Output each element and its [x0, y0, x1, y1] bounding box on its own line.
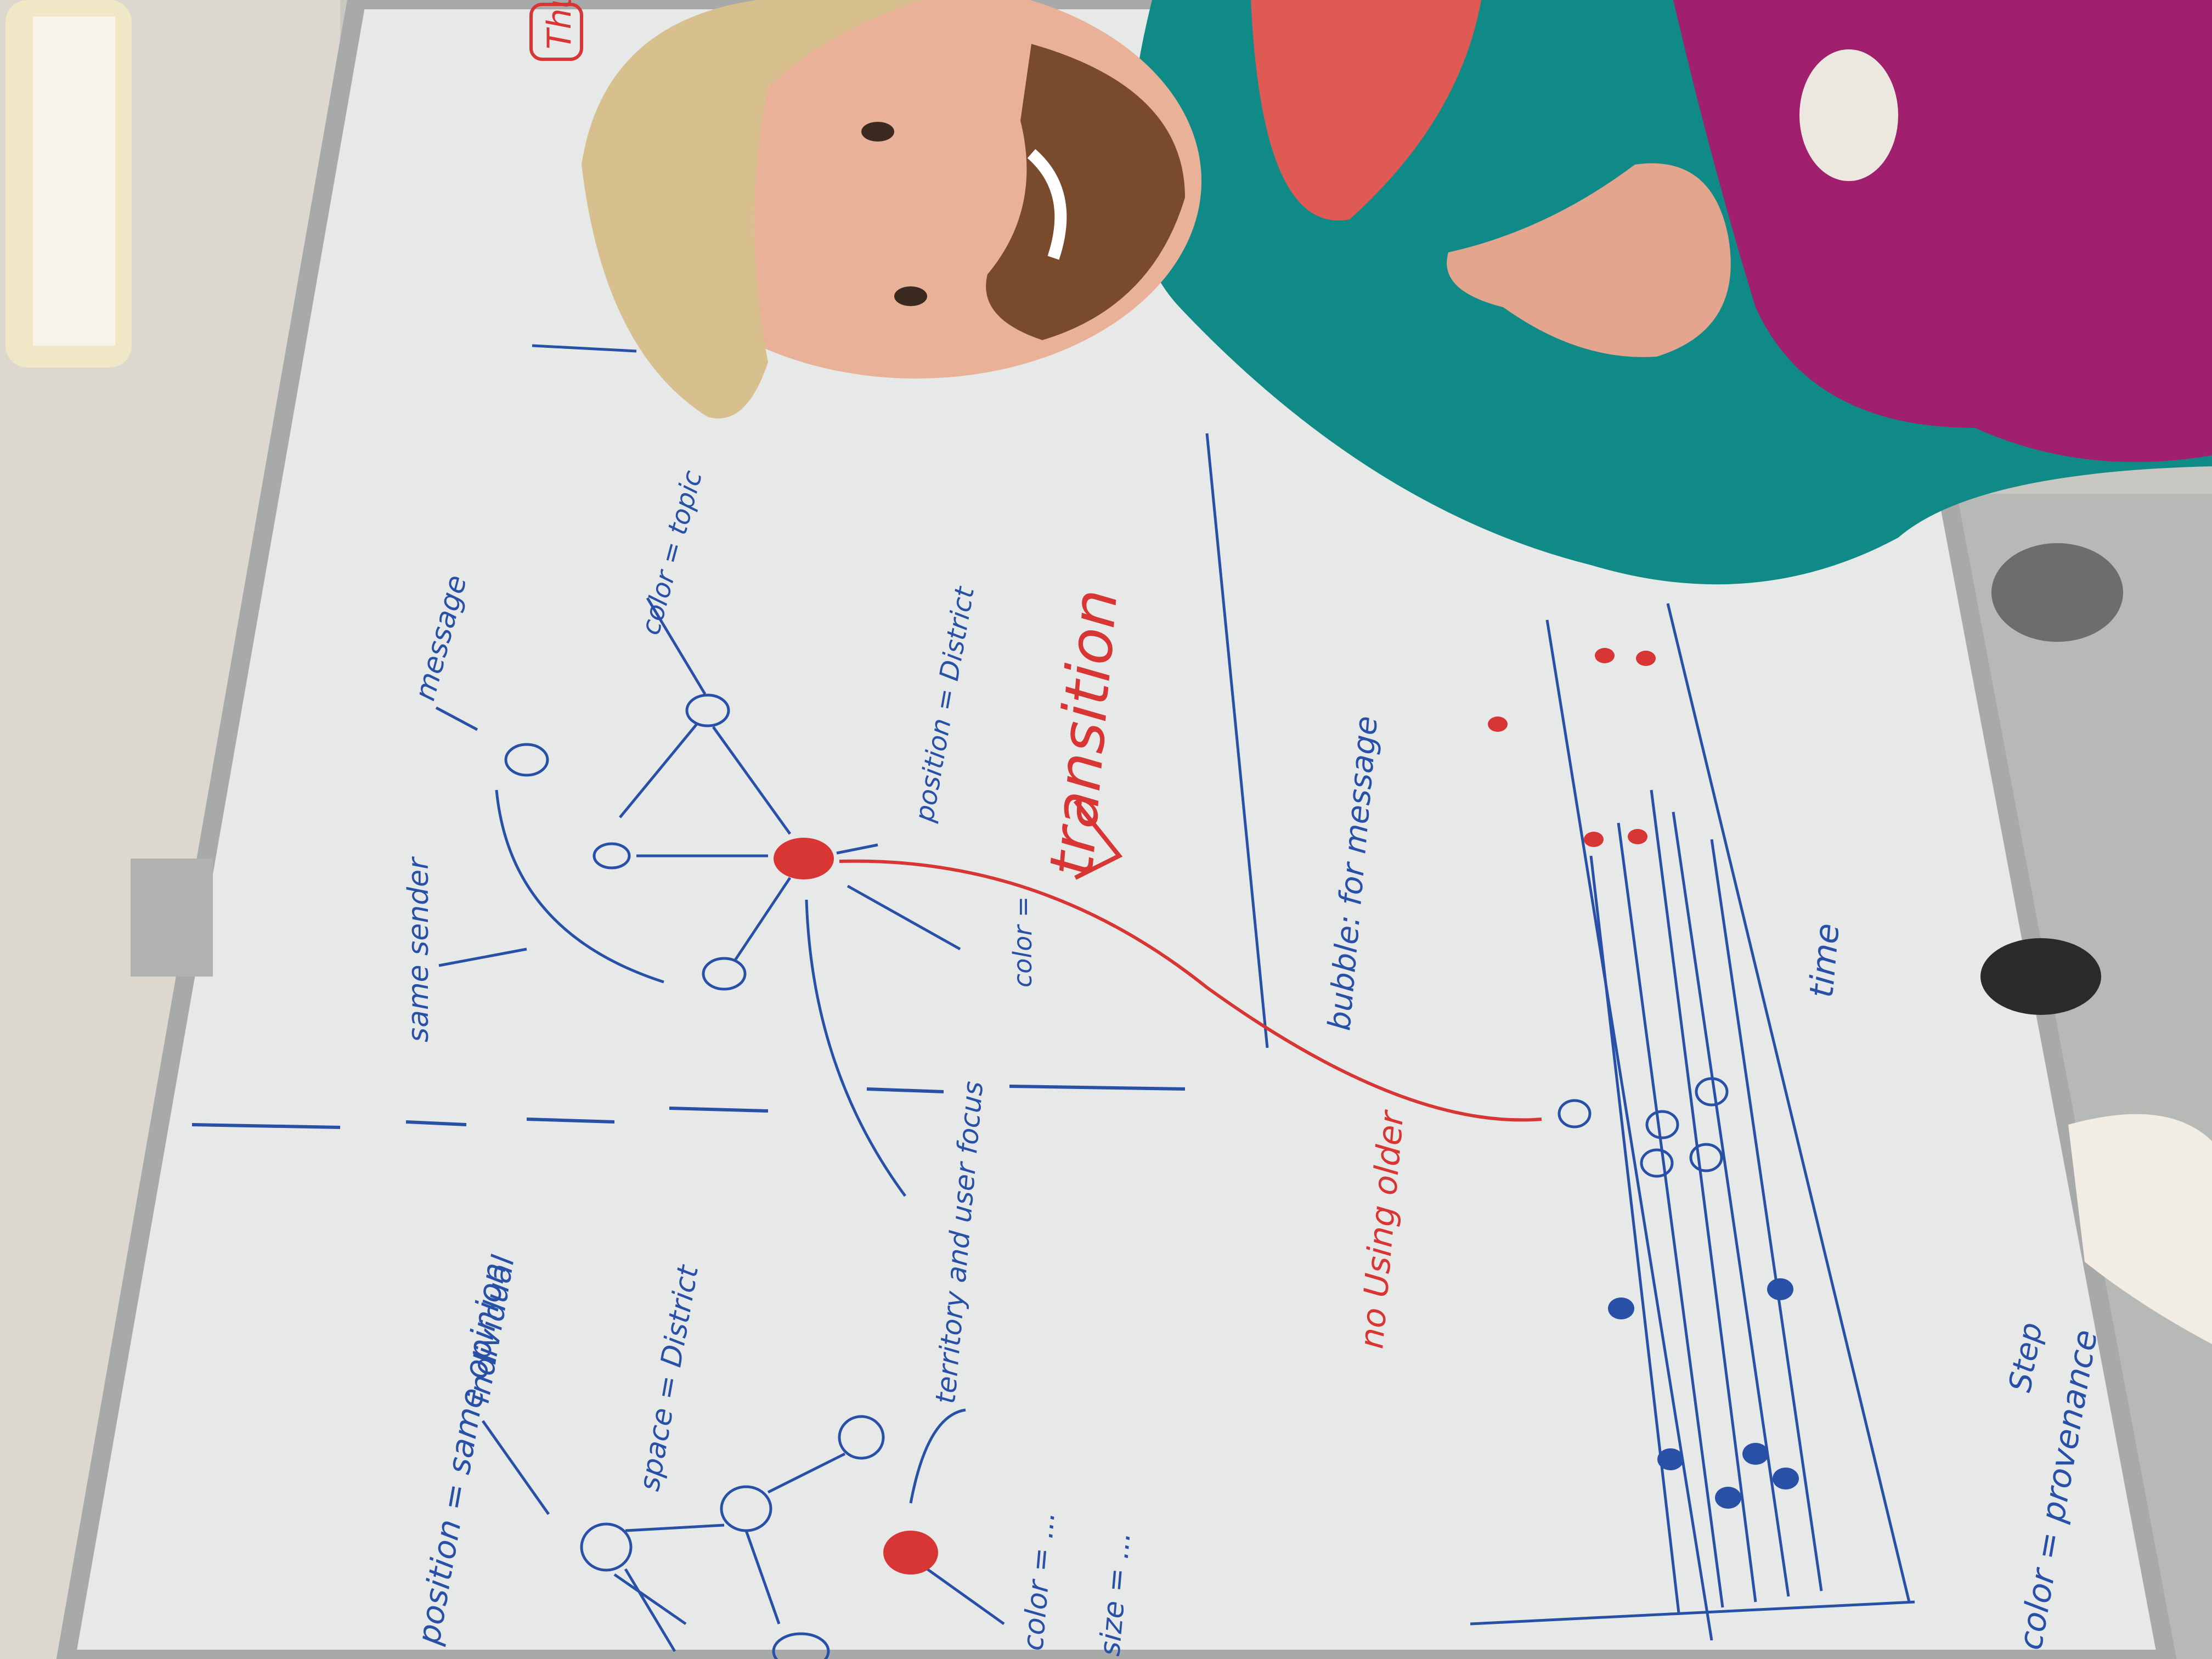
- center-node-red: [774, 838, 834, 879]
- left-node-red: [883, 1531, 938, 1575]
- dashed-divider: [191, 1085, 1186, 1129]
- center-color: color =: [1008, 896, 1037, 988]
- sock-grey: [1991, 543, 2123, 642]
- beard: [986, 44, 1185, 340]
- sock-black: [1980, 938, 2101, 1015]
- smile: [1027, 149, 1067, 260]
- person: [582, 0, 2212, 585]
- timeline-red-nodes: [1488, 648, 1656, 847]
- right-eye: [894, 286, 927, 306]
- timeline-blue-nodes: [1608, 1278, 1799, 1509]
- jacket-logo: [1799, 49, 1898, 181]
- top-line: [532, 344, 637, 353]
- thumbs-up-hand: [1447, 163, 1731, 357]
- window-glass: [33, 16, 115, 346]
- blond-hair: [582, 0, 922, 419]
- center-same-sender: same sender: [402, 856, 435, 1042]
- vertical-divider: [1205, 433, 1269, 1048]
- left-eye: [861, 122, 894, 142]
- timeline-diagram: [1470, 603, 1915, 1641]
- transition-arrow: [839, 859, 1542, 1122]
- transition-double-arrow: [1073, 799, 1123, 880]
- top-tag-label: Thu: [540, 0, 579, 49]
- top-tag-box: [529, 3, 583, 61]
- board-clip: [131, 859, 213, 977]
- center-diagram: [435, 597, 961, 1197]
- red-collar: [1251, 0, 1481, 221]
- sleeve-white: [2068, 1114, 2212, 1344]
- timeline-time: time: [1802, 922, 1847, 999]
- left-diagram: [481, 1408, 1005, 1659]
